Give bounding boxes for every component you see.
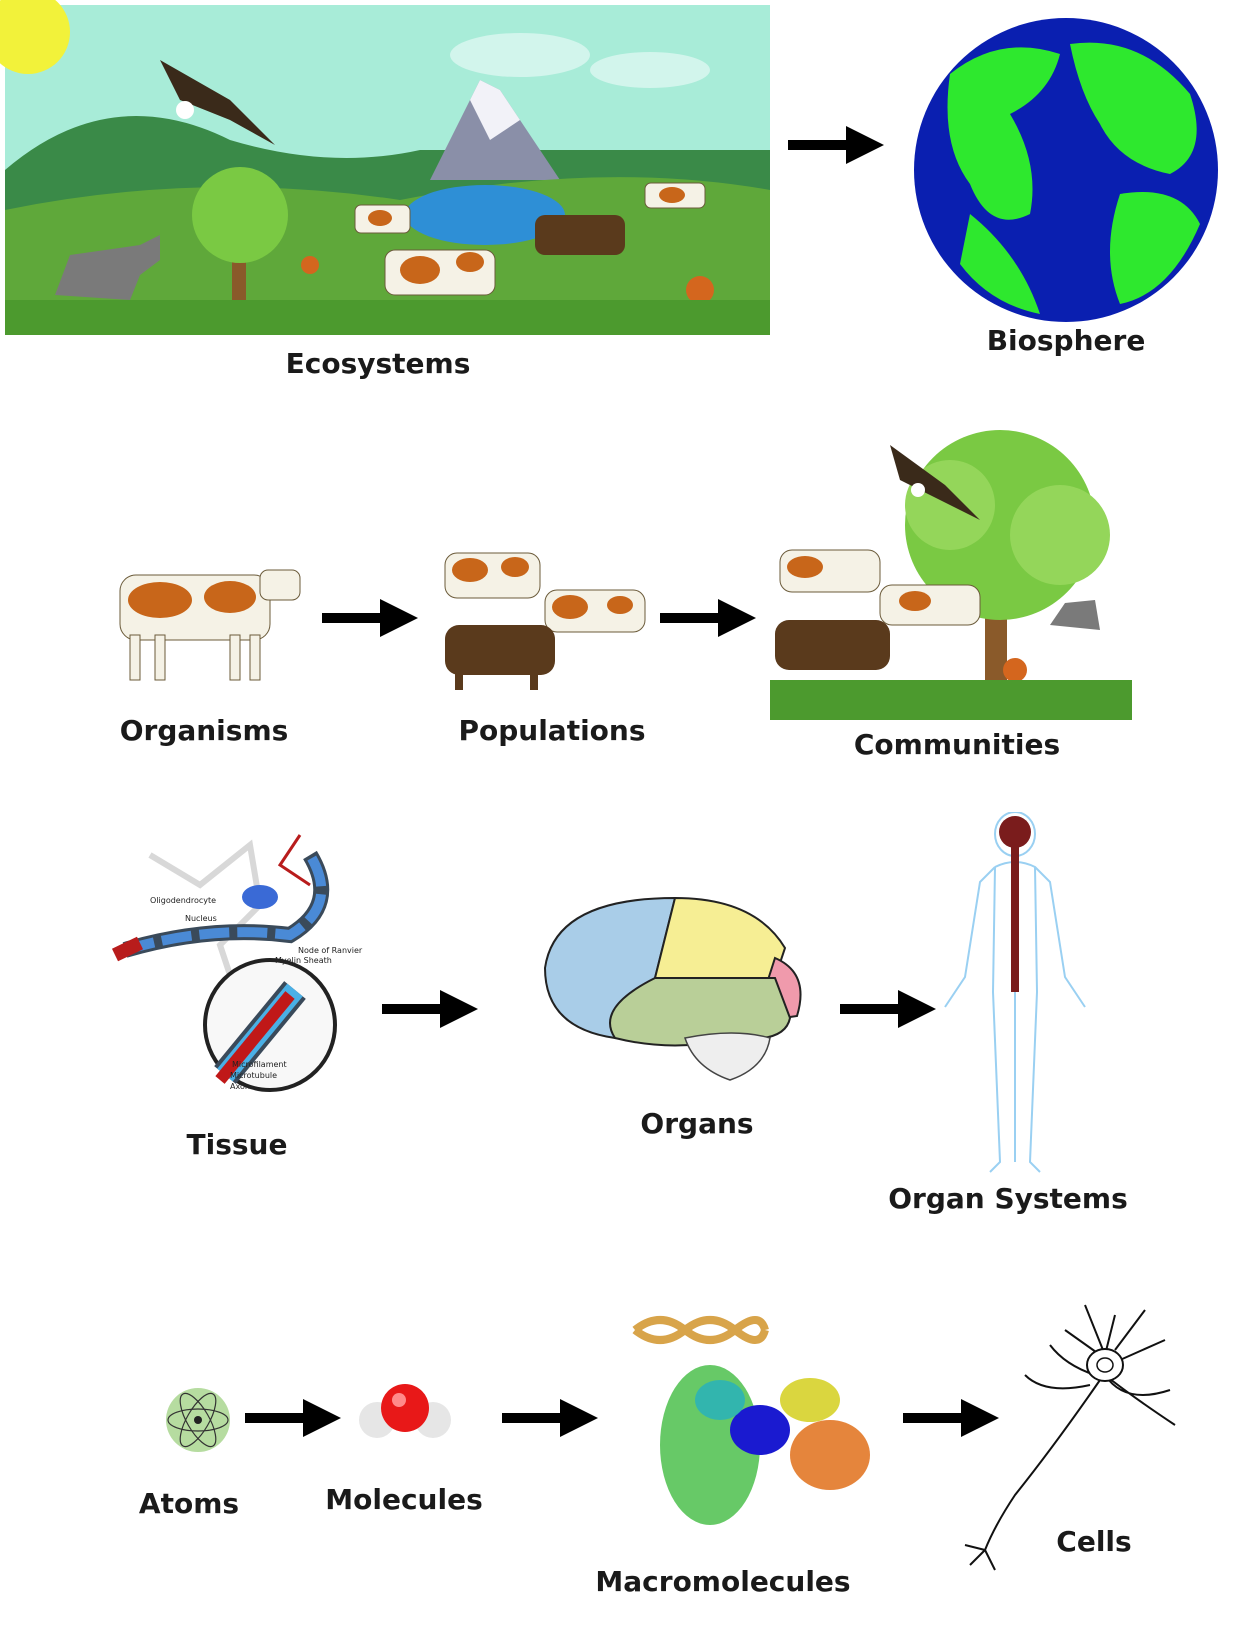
organisms-label: Organisms <box>119 714 289 747</box>
atom-icon <box>166 1388 230 1452</box>
nucleus-callout: Nucleus <box>185 914 217 923</box>
axon-callout: Axon <box>230 1082 250 1091</box>
atoms-label: Atoms <box>138 1487 240 1520</box>
macromolecules-label: Macromolecules <box>595 1565 851 1598</box>
herd-icon <box>444 552 646 690</box>
biosphere-label: Biosphere <box>986 324 1146 357</box>
earth-globe-icon <box>914 18 1218 322</box>
ecosystems-label: Ecosystems <box>285 347 471 380</box>
microfilament-callout: Microfilament <box>232 1060 287 1069</box>
tissue-label: Tissue <box>186 1128 288 1161</box>
cow-icon <box>119 569 301 681</box>
community-scene-icon <box>770 430 1132 720</box>
node-of-ranvier-callout: Node of Ranvier <box>298 946 363 955</box>
oligodendrocyte-callout: Oligodendrocyte <box>150 896 216 905</box>
organs-label: Organs <box>640 1107 754 1140</box>
right-arrow-icon <box>382 990 478 1028</box>
right-arrow-icon <box>660 599 756 637</box>
right-arrow-icon <box>322 599 418 637</box>
populations-label: Populations <box>458 714 646 747</box>
right-arrow-icon <box>502 1399 598 1437</box>
right-arrow-icon <box>840 990 936 1028</box>
right-arrow-icon <box>903 1399 999 1437</box>
nervous-system-icon <box>944 812 1086 1173</box>
communities-label: Communities <box>853 728 1061 761</box>
neuron-icon <box>964 1304 1176 1571</box>
protein-dna-icon <box>632 1316 870 1525</box>
right-arrow-icon <box>245 1399 341 1437</box>
cells-label: Cells <box>1056 1525 1132 1558</box>
ecosystem-scene <box>0 0 770 335</box>
right-arrow-icon <box>788 126 884 164</box>
molecules-label: Molecules <box>325 1483 483 1516</box>
nerve-tissue-icon: Oligodendrocyte Nucleus Node of Ranvier … <box>111 834 363 1092</box>
myelin-sheath-callout: Myelin Sheath <box>275 956 332 965</box>
organ-systems-label: Organ Systems <box>888 1182 1128 1215</box>
water-molecule-icon <box>359 1384 451 1438</box>
microtubule-callout: Microtubule <box>230 1071 277 1080</box>
brain-icon <box>543 896 802 1081</box>
